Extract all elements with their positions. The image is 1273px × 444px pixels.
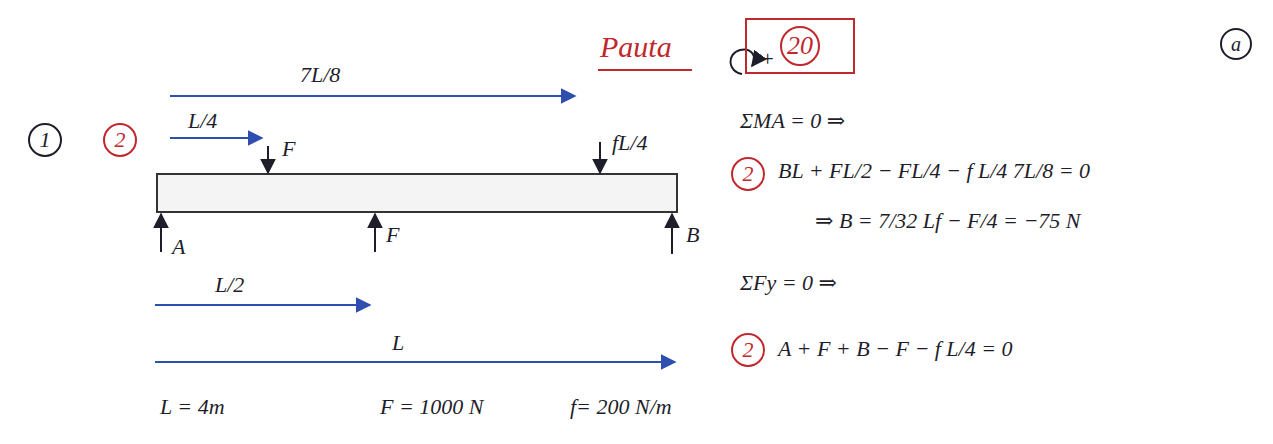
node-text: a [1231, 33, 1241, 55]
score-mark: 2 [731, 333, 765, 367]
dimension-arrow [170, 137, 262, 139]
force-arrow [267, 146, 269, 173]
moment-sign [730, 49, 754, 74]
node-text: 2 [743, 338, 754, 362]
force-arrow [671, 214, 673, 254]
node-text: 2 [743, 162, 754, 186]
dimension-arrow [170, 95, 575, 97]
force-label: fL/4 [612, 130, 647, 155]
part-marker: a [1220, 28, 1252, 60]
score-box: 20 [745, 18, 856, 75]
given-value: L = 4m [160, 394, 225, 419]
force-label: F [282, 136, 295, 161]
sign-convention: + [760, 46, 775, 71]
title-word: Pauta [600, 30, 672, 65]
equation: ⇒ B = 7/32 Lf − F/4 = −75 N [815, 208, 1080, 233]
dimension-label: L/4 [188, 108, 217, 133]
score-mark: 2 [103, 123, 137, 157]
dimension-label: L/2 [215, 272, 244, 297]
given-value: f= 200 N/m [570, 394, 672, 419]
equation: BL + FL/2 − FL/4 − f L/4 7L/8 = 0 [778, 158, 1090, 183]
score-mark: 2 [731, 157, 765, 191]
dimension-label: 7L/8 [300, 62, 340, 87]
dimension-arrow [155, 304, 370, 306]
reaction-label: B [686, 222, 699, 247]
equation: ΣMA = 0 ⇒ [740, 108, 845, 133]
underline [598, 69, 692, 71]
equation: ΣFy = 0 ⇒ [740, 270, 837, 295]
node-text: 2 [115, 128, 126, 152]
force-label: F [386, 222, 399, 247]
force-arrow [599, 142, 601, 173]
node-text: 20 [780, 26, 821, 67]
beam [157, 174, 677, 212]
dimension-label: L [392, 330, 404, 355]
question-number: 1 [28, 123, 62, 157]
node-text: 1 [40, 128, 51, 152]
equation: A + F + B − F − f L/4 = 0 [778, 336, 1013, 361]
dimension-arrow [155, 361, 675, 363]
force-arrow [160, 214, 162, 252]
force-arrow [374, 214, 376, 252]
reaction-label: A [172, 234, 185, 259]
given-value: F = 1000 N [380, 394, 483, 419]
